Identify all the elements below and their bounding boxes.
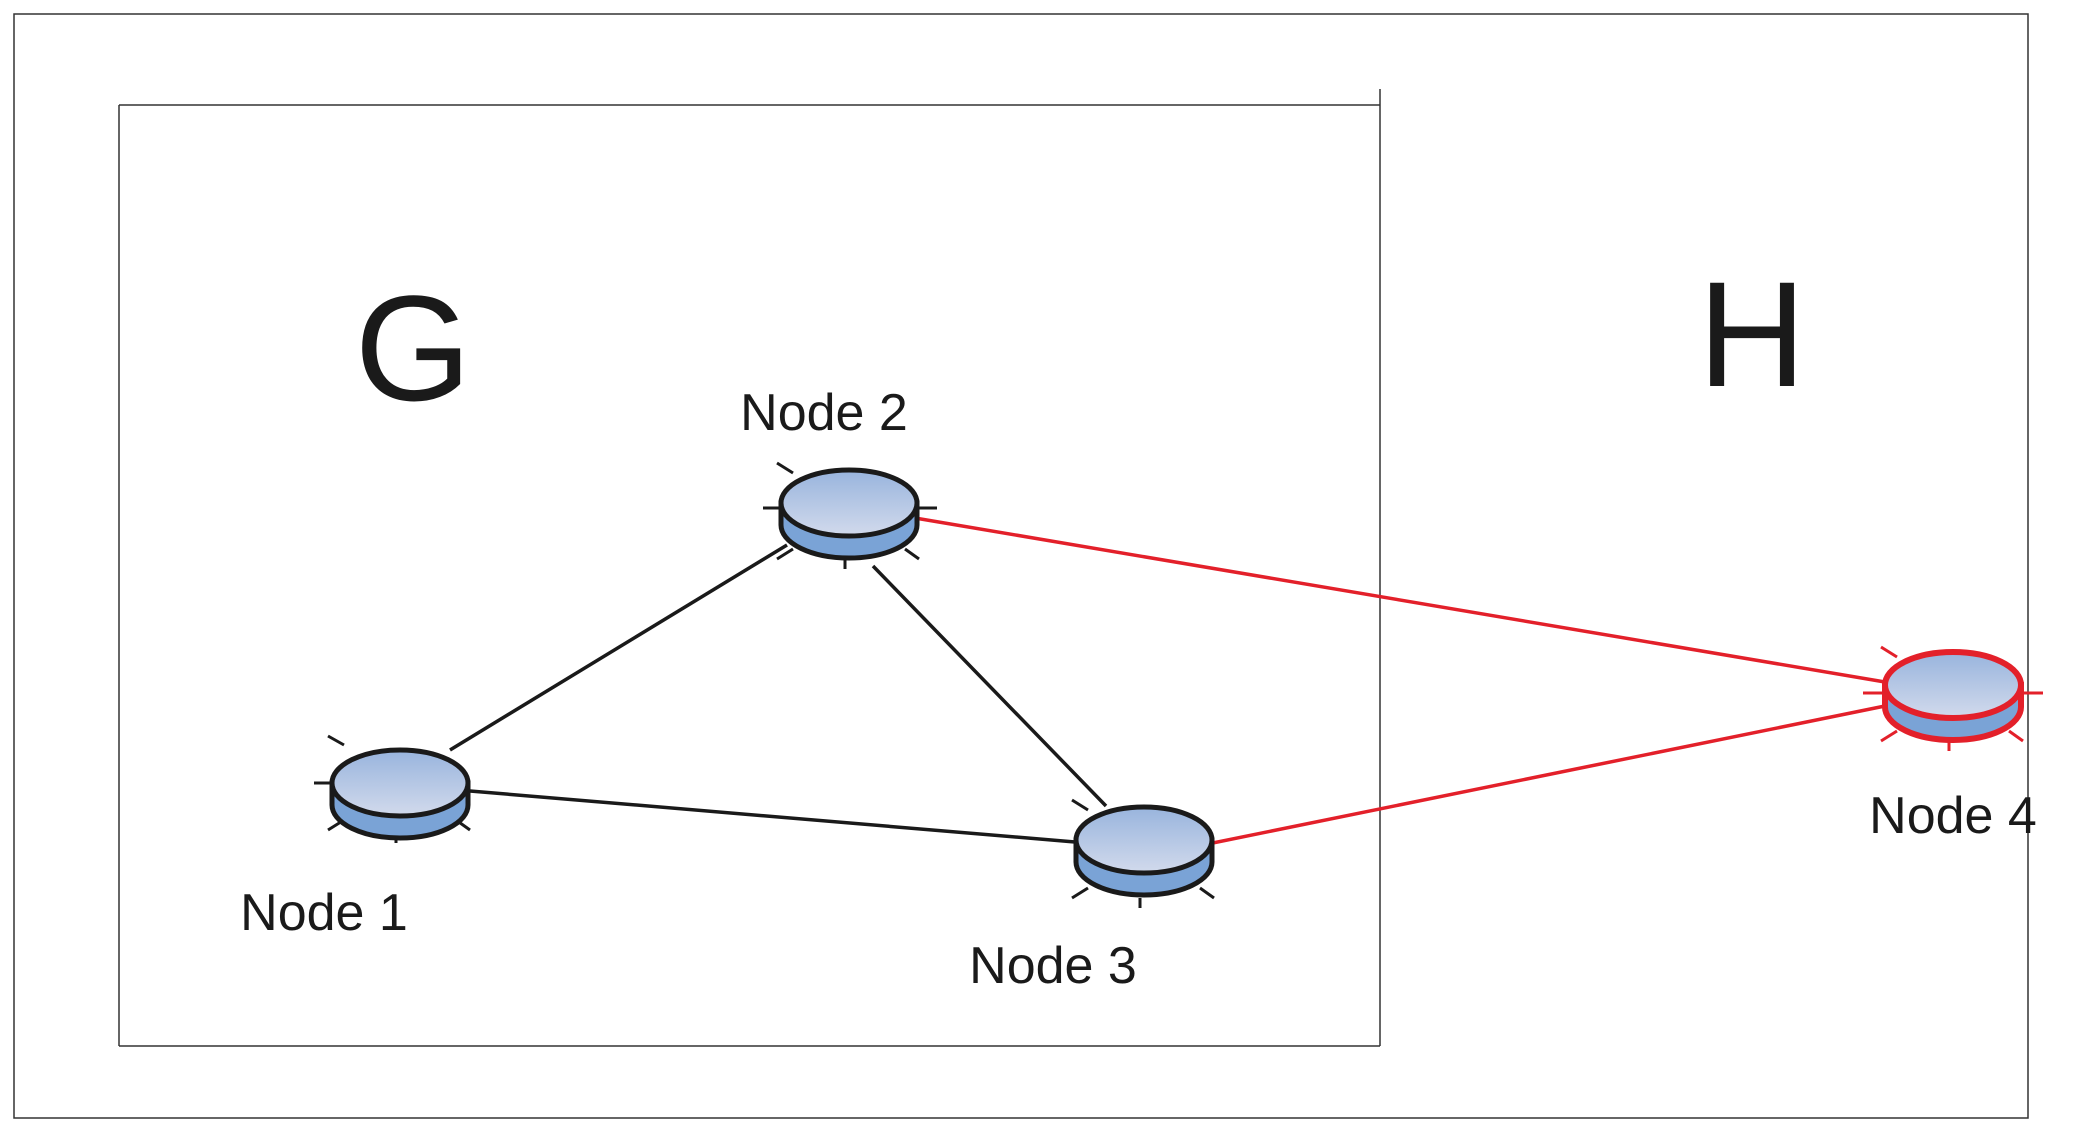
node-3-ticks bbox=[1071, 798, 1215, 908]
edge-node3-node4 bbox=[1197, 704, 1886, 848]
edge-node1-node2 bbox=[449, 543, 788, 752]
edge-node1-node3 bbox=[469, 789, 1076, 844]
node-2-label: Node 2 bbox=[740, 384, 908, 442]
outer-frame bbox=[13, 13, 2029, 1119]
node-4-label: Node 4 bbox=[1869, 787, 2037, 845]
node-3-label: Node 3 bbox=[969, 937, 1137, 995]
node-1-label: Node 1 bbox=[240, 884, 408, 942]
edge-node2-node4 bbox=[914, 516, 1886, 684]
edge-node2-node3 bbox=[871, 564, 1108, 808]
region-label-g: G bbox=[355, 264, 472, 432]
node-2 bbox=[763, 461, 937, 569]
region-label-h: H bbox=[1698, 250, 1806, 418]
node-1 bbox=[314, 734, 471, 843]
region-g-box bbox=[118, 89, 1381, 1047]
node-3 bbox=[1071, 798, 1215, 908]
node-4 bbox=[1863, 645, 2043, 751]
node-4-ticks bbox=[1863, 645, 2043, 751]
edges bbox=[449, 516, 1886, 848]
